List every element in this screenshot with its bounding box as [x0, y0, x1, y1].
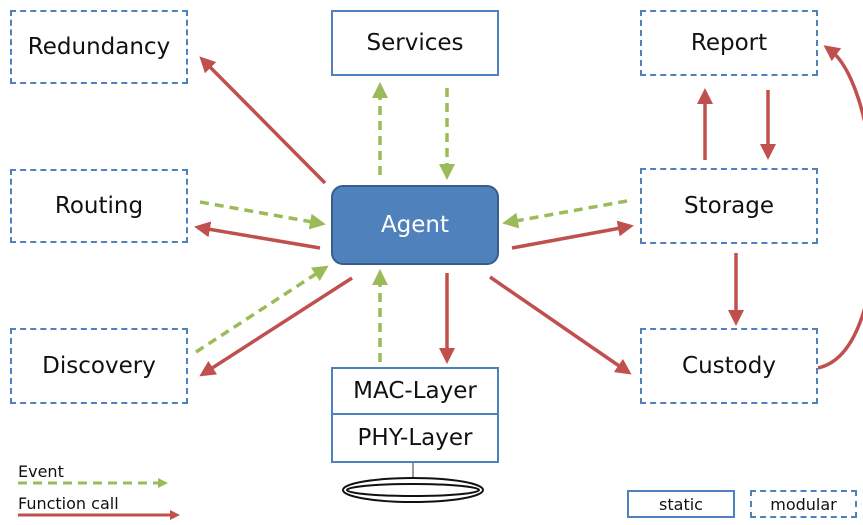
legend-static-box: static: [627, 490, 735, 518]
node-services-label: Services: [366, 30, 464, 56]
arrow-agent-to-storage: [511, 220, 634, 250]
node-agent-label: Agent: [380, 212, 450, 238]
antenna-icon: [342, 477, 484, 503]
node-discovery: Discovery: [10, 328, 188, 404]
node-services: Services: [331, 10, 499, 76]
node-report-label: Report: [690, 30, 768, 56]
node-phy-layer-label: PHY-Layer: [357, 425, 473, 451]
node-agent: Agent: [331, 185, 499, 265]
legend-event-label: Event: [18, 462, 64, 481]
arrow-custody-to-report: [817, 45, 863, 370]
legend-static-label: static: [659, 494, 703, 514]
arrow-agent-to-routing: [194, 221, 321, 250]
legend-modular-label: modular: [770, 494, 837, 514]
node-routing-label: Routing: [54, 193, 144, 219]
node-report: Report: [640, 10, 818, 76]
arrow-routing-to-agent: [199, 200, 326, 230]
node-discovery-label: Discovery: [42, 353, 156, 379]
node-mac-layer-label: MAC-Layer: [353, 378, 477, 404]
node-storage-label: Storage: [684, 193, 774, 219]
node-custody-label: Custody: [682, 353, 776, 379]
node-mac-layer: MAC-Layer: [331, 367, 499, 415]
node-phy-layer: PHY-Layer: [331, 413, 499, 463]
arrow-agent-to-discovery: [199, 276, 353, 377]
legend-modular-box: modular: [750, 490, 857, 518]
arrow-discovery-to-agent: [195, 265, 329, 354]
node-custody: Custody: [640, 328, 818, 404]
arrow-agent-to-custody: [489, 275, 632, 375]
arrow-agent-to-redundancy: [199, 56, 327, 185]
node-redundancy-label: Redundancy: [27, 34, 171, 60]
node-redundancy: Redundancy: [10, 10, 188, 84]
legend-function-call-label: Function call: [18, 494, 119, 513]
node-storage: Storage: [640, 168, 818, 244]
arrow-storage-to-agent: [502, 199, 628, 229]
node-routing: Routing: [10, 169, 188, 243]
